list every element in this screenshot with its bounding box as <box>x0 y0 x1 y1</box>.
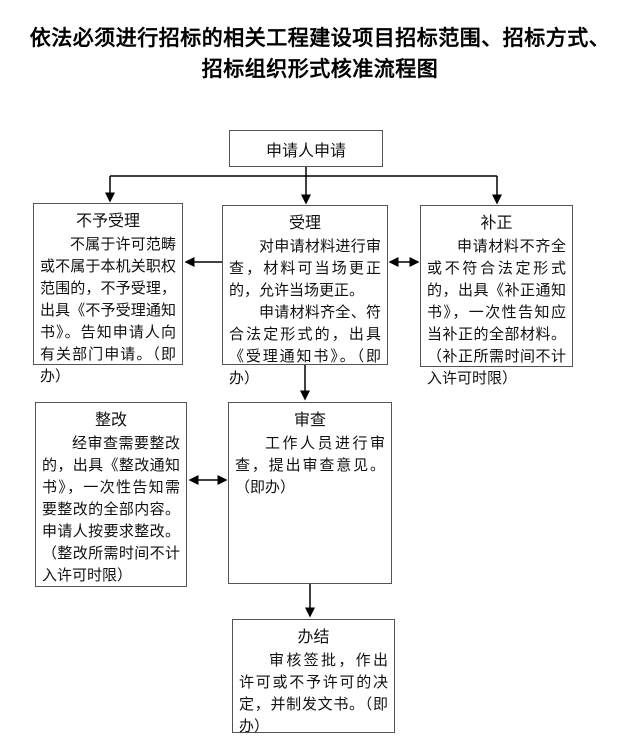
node-supplement: 补正 申请材料不齐全或不符合法定形式的，出具《补正通知书》，一次性告知应当补正的… <box>420 205 573 387</box>
node-applicant: 申请人申请 <box>229 130 383 167</box>
node-rectify-text: 经审查需要整改的，出具《整改通知书》，一次性告知需要整改的全部内容。申请人按要求… <box>42 434 180 584</box>
node-reject-text: 不属于许可范畴或不属于本机关职权范围的，不予受理，出具《不予受理通知书》。告知申… <box>40 235 176 385</box>
node-conclude-text: 审核签批，作出许可或不予许可的决定，并制发文书。（即办） <box>239 651 388 735</box>
node-accept-text-1: 对申请材料进行审查，材料可当场更正的，允许当场更正。 <box>229 237 381 299</box>
node-rectify-title: 整改 <box>94 410 127 429</box>
node-accept: 受理 对申请材料进行审查，材料可当场更正的，允许当场更正。 申请材料齐全、符合法… <box>222 205 388 387</box>
node-review-title: 审查 <box>293 410 326 429</box>
node-accept-title: 受理 <box>288 213 321 232</box>
node-conclude: 办结 审核签批，作出许可或不予许可的决定，并制发文书。（即办） <box>232 619 395 735</box>
node-applicant-label: 申请人申请 <box>265 140 346 160</box>
node-supplement-title: 补正 <box>480 213 513 232</box>
node-review: 审查 工作人员进行审查，提出审查意见。（即办） <box>228 402 392 584</box>
page-title-line-1: 依法必须进行招标的相关工程建设项目招标范围、招标方式、 <box>29 25 611 50</box>
node-review-text: 工作人员进行审查，提出审查意见。（即办） <box>235 434 385 496</box>
node-accept-text-2: 申请材料齐全、符合法定形式的，出具《受理通知书》。（即办） <box>229 303 381 387</box>
node-supplement-text: 申请材料不齐全或不符合法定形式的，出具《补正通知书》，一次性告知应当补正的全部材… <box>427 237 566 387</box>
node-reject-title: 不予受理 <box>75 211 140 230</box>
node-reject: 不予受理 不属于许可范畴或不属于本机关职权范围的，不予受理，出具《不予受理通知书… <box>33 203 183 385</box>
page-title: 依法必须进行招标的相关工程建设项目招标范围、招标方式、 招标组织形式核准流程图 <box>0 22 640 84</box>
node-rectify: 整改 经审查需要整改的，出具《整改通知书》，一次性告知需要整改的全部内容。申请人… <box>35 402 187 587</box>
node-conclude-title: 办结 <box>297 627 330 646</box>
page-title-line-2: 招标组织形式核准流程图 <box>201 56 439 81</box>
